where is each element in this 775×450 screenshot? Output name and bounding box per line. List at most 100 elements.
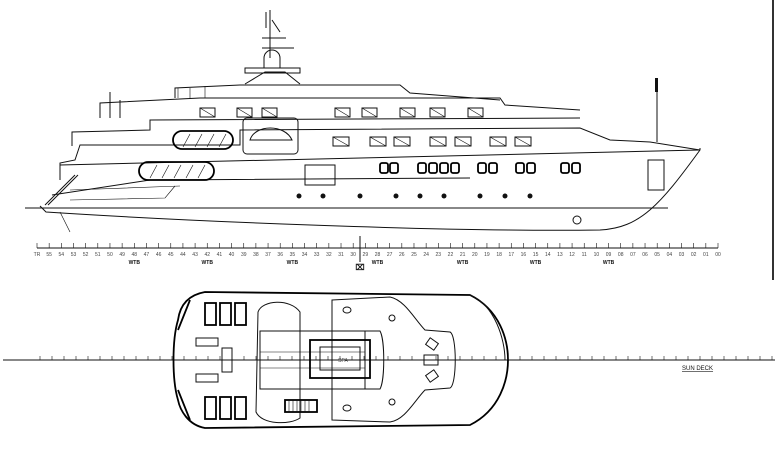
frame-label: 45: [168, 252, 174, 258]
porthole: [296, 193, 302, 199]
aft-loungers: [177, 299, 191, 421]
frame-label: 21: [460, 252, 466, 258]
frame-label: 06: [642, 252, 648, 258]
porthole-window: [417, 162, 427, 174]
porthole-window: [488, 162, 498, 174]
frame-label: 41: [217, 252, 223, 258]
porthole: [502, 193, 508, 199]
window-mark: [489, 136, 507, 147]
window-mark: [454, 136, 472, 147]
porthole-window: [450, 162, 460, 174]
porthole-window: [477, 162, 487, 174]
porthole: [441, 193, 447, 199]
frame-label: 54: [59, 252, 65, 258]
window: [261, 107, 278, 118]
frame-label: 30: [350, 252, 356, 258]
window-mark: [467, 107, 484, 118]
frame-label: 23: [436, 252, 442, 258]
porthole-window: [571, 162, 581, 174]
yacht-profile: [25, 10, 701, 233]
salon-window-upper: [172, 130, 234, 150]
frame-label: 04: [667, 252, 673, 258]
frame-label: 37: [265, 252, 271, 258]
frame-label: 16: [521, 252, 527, 258]
frame-label: 49: [119, 252, 125, 258]
window-mark: [332, 136, 350, 147]
window-mark: [261, 107, 278, 118]
porthole: [477, 193, 483, 199]
frame-label: 53: [71, 252, 77, 258]
frame-label: 01: [703, 252, 709, 258]
frame-label: 12: [569, 252, 575, 258]
window: [399, 107, 416, 118]
frame-label: 31: [338, 252, 344, 258]
anchor-hawse: [572, 215, 582, 225]
helm-area: [255, 301, 301, 424]
deck-label: SUN DECK: [682, 366, 713, 372]
window-mark: [236, 107, 253, 118]
frame-label: 15: [533, 252, 539, 258]
frame-label: 26: [399, 252, 405, 258]
window-mark: [429, 136, 447, 147]
porthole-window: [515, 162, 525, 174]
porthole-window: [560, 162, 570, 174]
frame-label: 17: [508, 252, 514, 258]
porthole: [527, 193, 533, 199]
frame-label: 36: [277, 252, 283, 258]
window: [514, 136, 532, 147]
porthole: [417, 193, 423, 199]
window: [236, 107, 253, 118]
frame-label: 38: [253, 252, 259, 258]
frame-label: 32: [326, 252, 332, 258]
window-mark: [399, 107, 416, 118]
frame-label: 46: [156, 252, 162, 258]
porthole-window: [379, 162, 389, 174]
frame-label: 20: [472, 252, 478, 258]
sunbed: [204, 302, 217, 326]
radar-mast: [244, 10, 301, 85]
frame-label: 52: [83, 252, 89, 258]
tender-boat: [242, 117, 299, 155]
bow-hatch: [647, 159, 665, 191]
hull-outline: [39, 148, 701, 231]
frame-label: 50: [107, 252, 113, 258]
window: [467, 107, 484, 118]
frame-label: 43: [192, 252, 198, 258]
salon-window-lower: [138, 161, 215, 181]
frame-label: TR: [34, 252, 41, 258]
frame-label: 13: [557, 252, 563, 258]
sunbed: [234, 396, 247, 420]
spa-label: SPA: [338, 358, 348, 364]
frame-label: 03: [679, 252, 685, 258]
sunbed: [234, 302, 247, 326]
wtb-label: WTB: [129, 260, 141, 266]
frame-label: 44: [180, 252, 186, 258]
window: [454, 136, 472, 147]
frame-label: 27: [387, 252, 393, 258]
porthole: [320, 193, 326, 199]
wtb-label: WTB: [530, 260, 542, 266]
wtb-label: WTB: [457, 260, 469, 266]
frame-label: 25: [411, 252, 417, 258]
window-mark: [199, 107, 216, 118]
porthole-window: [439, 162, 449, 174]
window: [369, 136, 387, 147]
sun-deck-plan: SPA: [3, 291, 775, 429]
sunbed: [204, 396, 217, 420]
wtb-label: WTB: [603, 260, 615, 266]
main-superstructure: [59, 127, 701, 180]
porthole-window: [526, 162, 536, 174]
window: [361, 107, 378, 118]
frame-label: 28: [375, 252, 381, 258]
spa-pool: [309, 339, 371, 379]
window-mark: [361, 107, 378, 118]
porthole-window: [389, 162, 399, 174]
frame-label: 08: [618, 252, 624, 258]
window-mark: [514, 136, 532, 147]
frame-label: 42: [204, 252, 210, 258]
window: [199, 107, 216, 118]
frame-label: 39: [241, 252, 247, 258]
window: [393, 136, 411, 147]
